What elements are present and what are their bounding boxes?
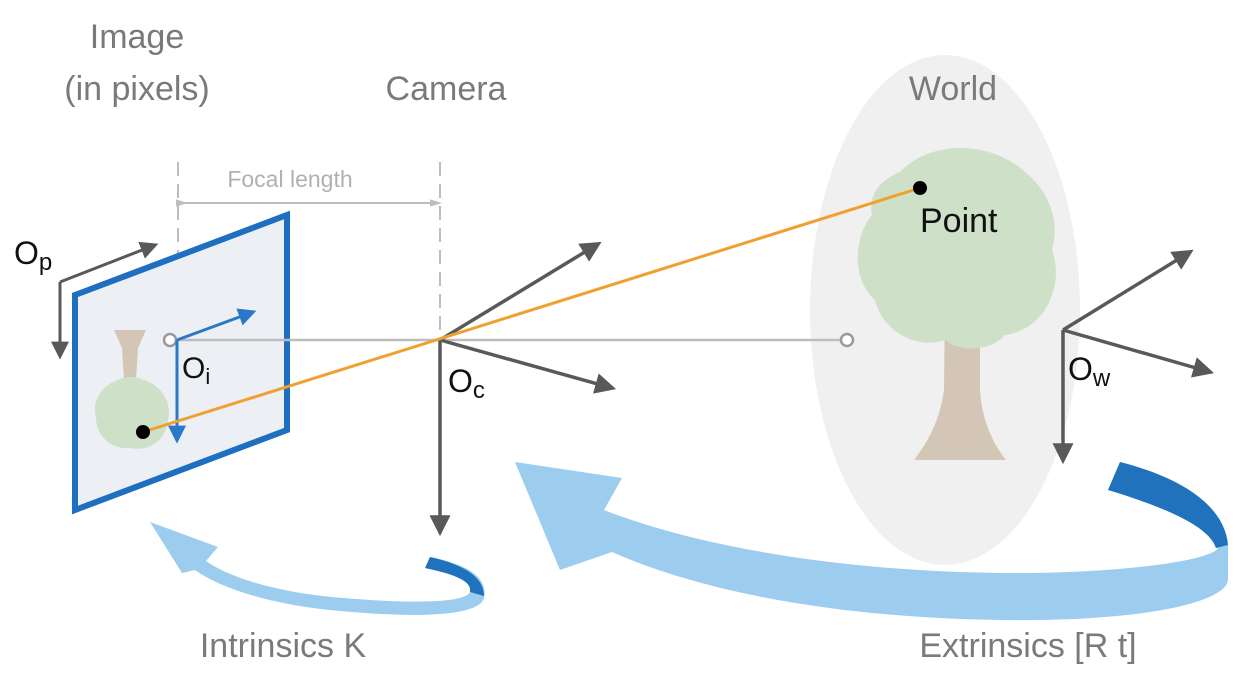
point-label: Point xyxy=(920,202,998,240)
oi-label: Oi xyxy=(182,352,210,389)
oc-x-axis xyxy=(439,241,602,342)
oc-label: Oc xyxy=(448,363,485,404)
image-point-dot xyxy=(136,425,150,439)
op-label: Op xyxy=(14,235,52,276)
oi-x-axis xyxy=(176,308,257,342)
image-title-line1: Image xyxy=(90,18,185,56)
intrinsics-label: Intrinsics K xyxy=(200,627,367,665)
image-title-line2: (in pixels) xyxy=(64,70,209,108)
projection-ray xyxy=(142,186,921,434)
world-tree-icon xyxy=(857,148,1056,460)
ow-x-axis xyxy=(1062,249,1194,332)
world-title: World xyxy=(909,70,997,108)
world-point-dot xyxy=(913,181,927,195)
op-x-axis xyxy=(59,241,159,284)
ow-label: Ow xyxy=(1068,351,1111,392)
image-plane xyxy=(72,210,290,515)
ow-z-axis xyxy=(1062,328,1215,378)
extrinsics-label: Extrinsics [R t] xyxy=(919,627,1136,665)
extrinsics-arrow xyxy=(515,462,1228,621)
camera-title: Camera xyxy=(386,70,507,108)
oc-z-axis xyxy=(439,338,617,394)
intrinsics-arrow xyxy=(150,522,485,615)
principal-point-marker xyxy=(162,332,178,348)
focal-length-label: Focal length xyxy=(227,166,352,192)
world-axis-point-marker xyxy=(839,332,855,348)
